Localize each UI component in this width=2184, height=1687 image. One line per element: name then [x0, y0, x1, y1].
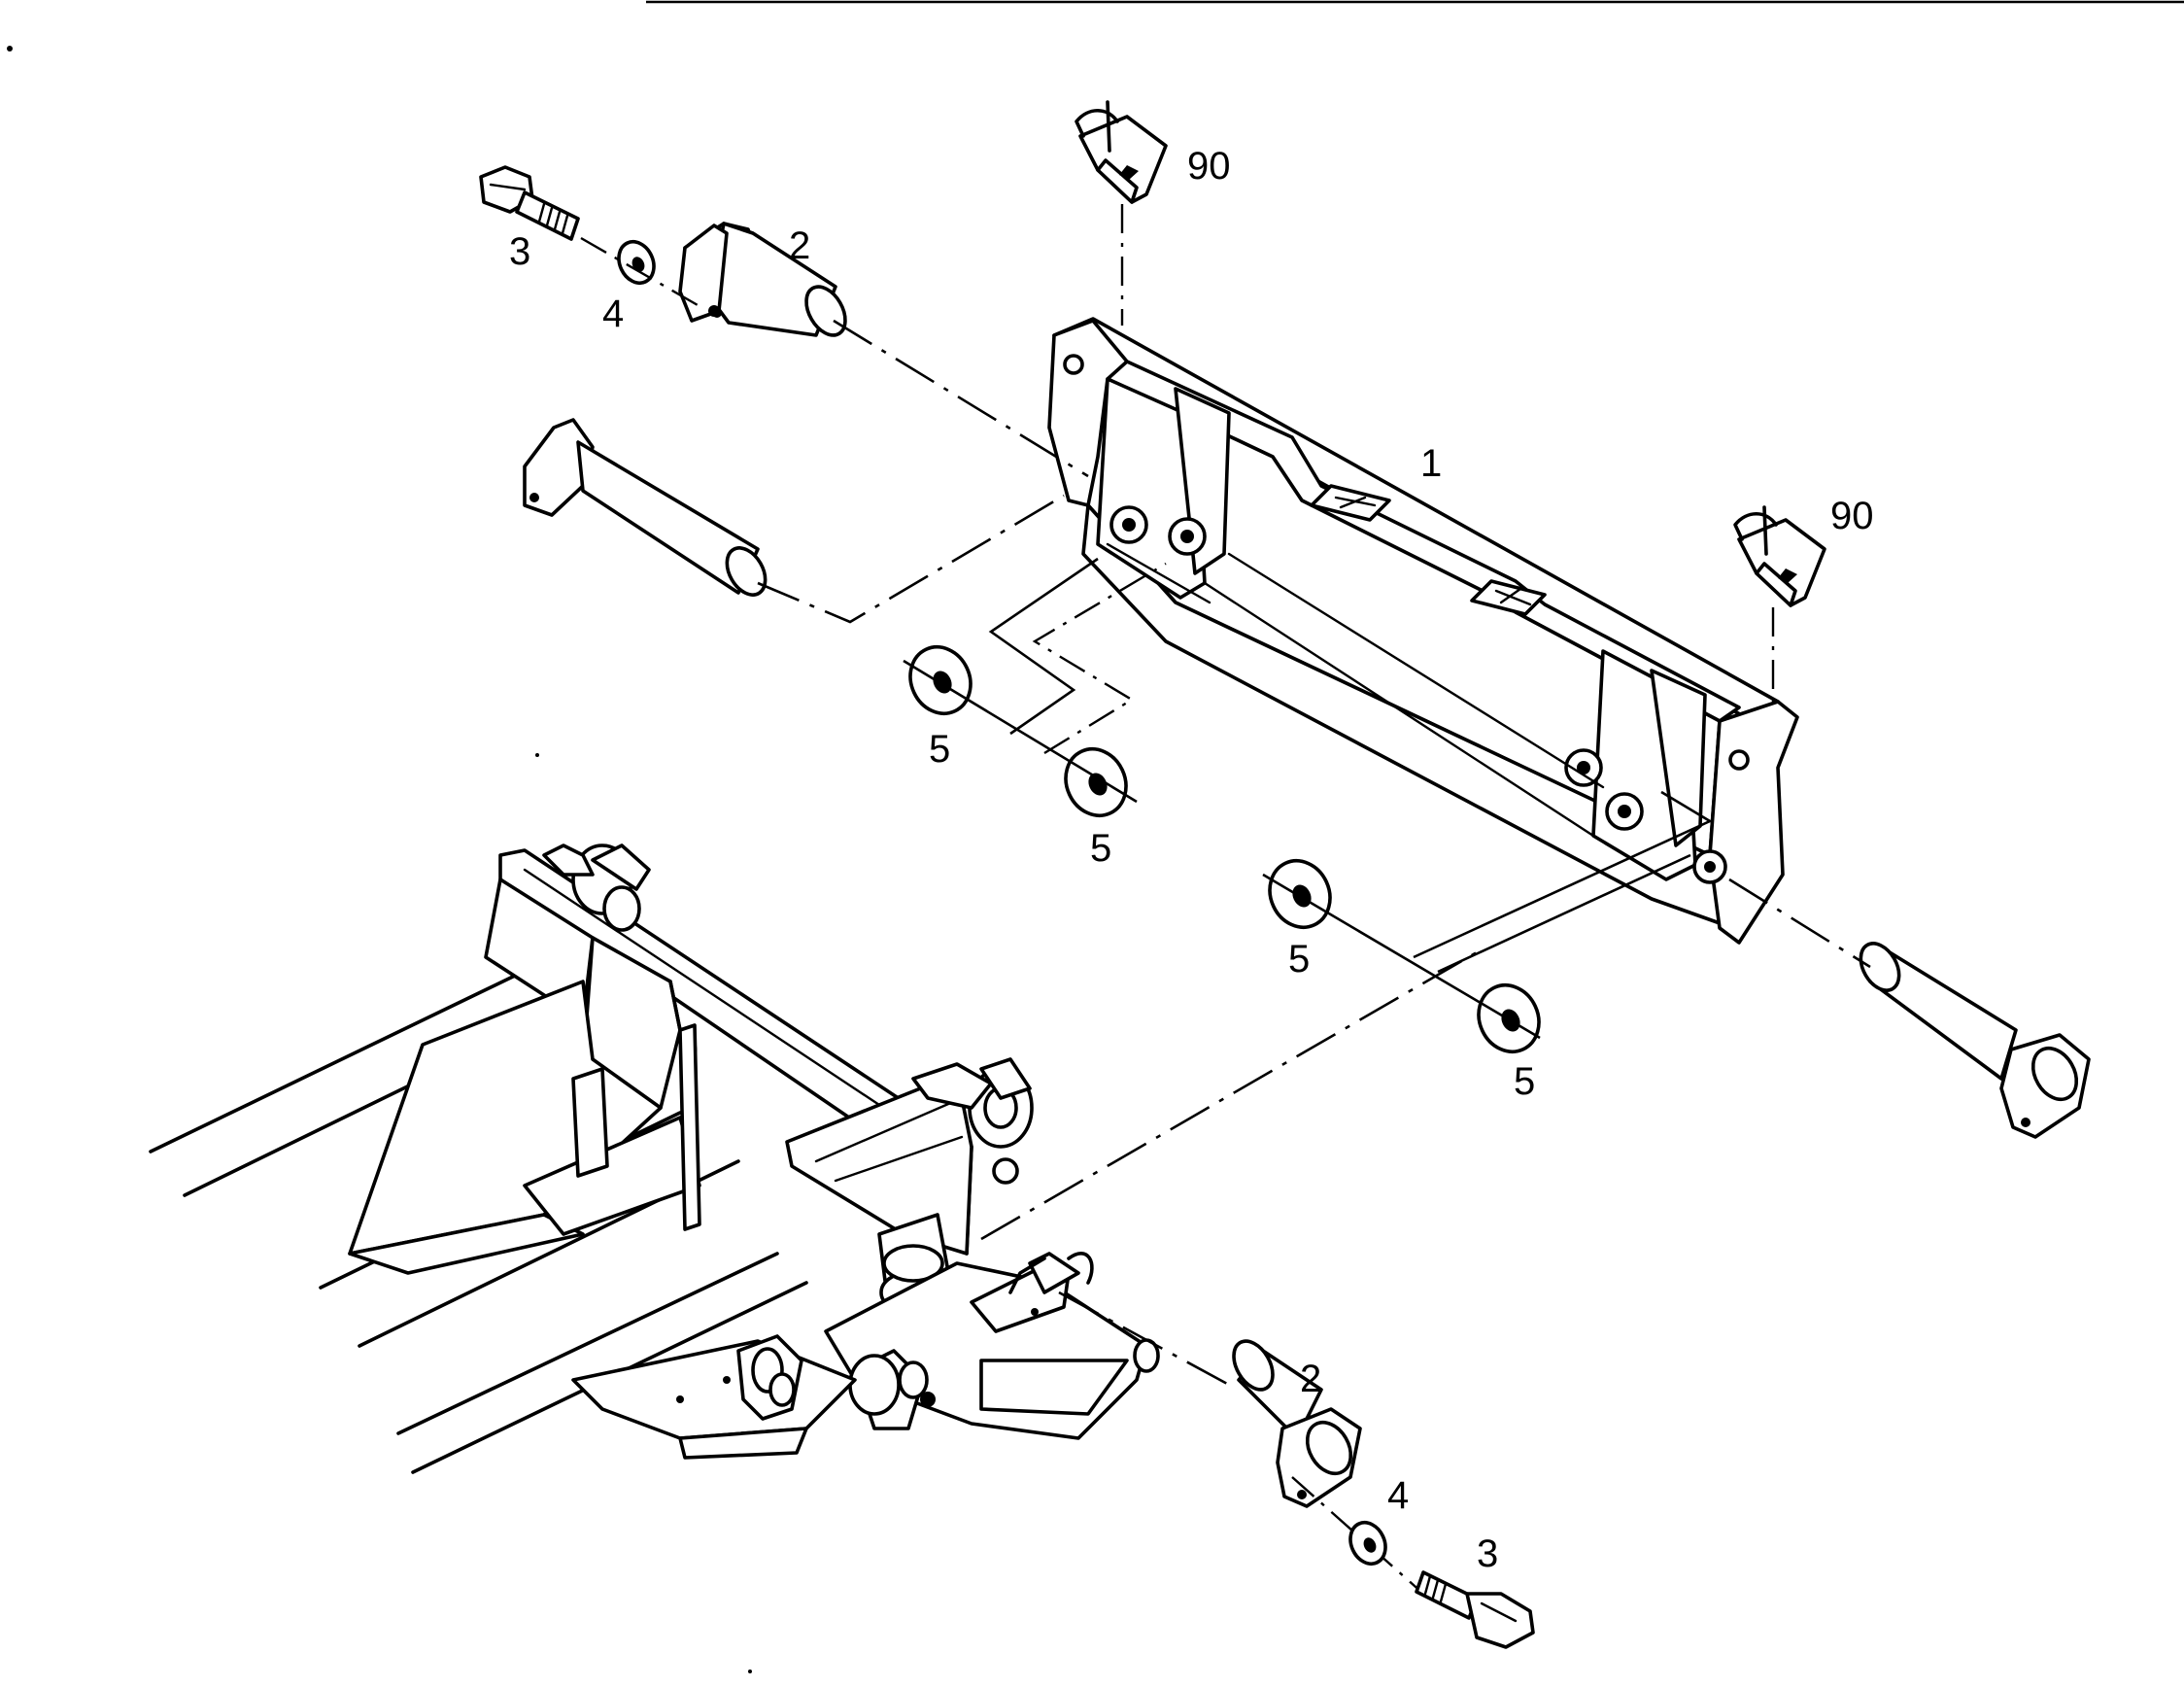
centerline-long-pin — [757, 494, 1065, 624]
leader-spacers-left-2 — [1032, 562, 1167, 755]
centerline-bolt-top — [580, 236, 705, 311]
leader-spacers-right-2 — [1437, 853, 1691, 974]
spacer-part-5-b — [1064, 747, 1128, 817]
callout-90-top: 90 — [1187, 145, 1231, 188]
washer-part-4-bottom — [1348, 1521, 1387, 1566]
centerline-pin-top — [833, 319, 1089, 478]
clip-part-90-right — [1733, 505, 1826, 607]
callout-3-top: 3 — [509, 230, 530, 273]
long-pin-right — [1859, 942, 2091, 1139]
washer-part-4-top — [617, 240, 656, 285]
centerline-frame-to-beam — [980, 950, 1478, 1241]
cross-beam-part-1 — [1047, 317, 1799, 945]
pin-part-2-top — [678, 222, 847, 337]
callout-5-a: 5 — [929, 728, 950, 771]
callout-3-bottom: 3 — [1477, 1532, 1498, 1575]
pin-part-2-bottom — [1232, 1339, 1362, 1508]
axis-spacers-left — [903, 659, 1138, 804]
axis-spacers-right — [1262, 873, 1541, 1040]
callout-5-c: 5 — [1288, 938, 1310, 981]
speck-mark-mid — [535, 753, 539, 757]
bolt-part-3-top — [479, 165, 580, 241]
bolt-part-3-bottom — [1415, 1570, 1535, 1649]
spacer-part-5-a — [908, 645, 973, 715]
callout-4-bottom: 4 — [1387, 1474, 1409, 1517]
centerline-bolt-bottom — [1291, 1476, 1424, 1595]
long-pin-upper-left — [523, 418, 768, 597]
callout-1: 1 — [1420, 442, 1442, 485]
callout-4-top: 4 — [602, 293, 624, 335]
speck-mark — [7, 46, 13, 52]
centerline-pin-bottom — [1058, 1291, 1230, 1387]
speck-mark-bottom — [748, 1670, 752, 1673]
clip-part-90-top — [1075, 100, 1168, 204]
callout-2-bottom: 2 — [1300, 1358, 1321, 1400]
leader-spacers-left-1 — [988, 557, 1099, 736]
callout-5-d: 5 — [1514, 1060, 1535, 1103]
callout-90-right: 90 — [1830, 495, 1874, 537]
axle-frame-assembly — [149, 844, 1160, 1474]
centerline-long-pin-right — [1728, 878, 1871, 969]
callout-5-b: 5 — [1090, 827, 1111, 870]
leader-spacers-right — [1413, 790, 1713, 959]
spacer-part-5-c — [1268, 859, 1332, 929]
callout-2-top: 2 — [789, 224, 810, 267]
